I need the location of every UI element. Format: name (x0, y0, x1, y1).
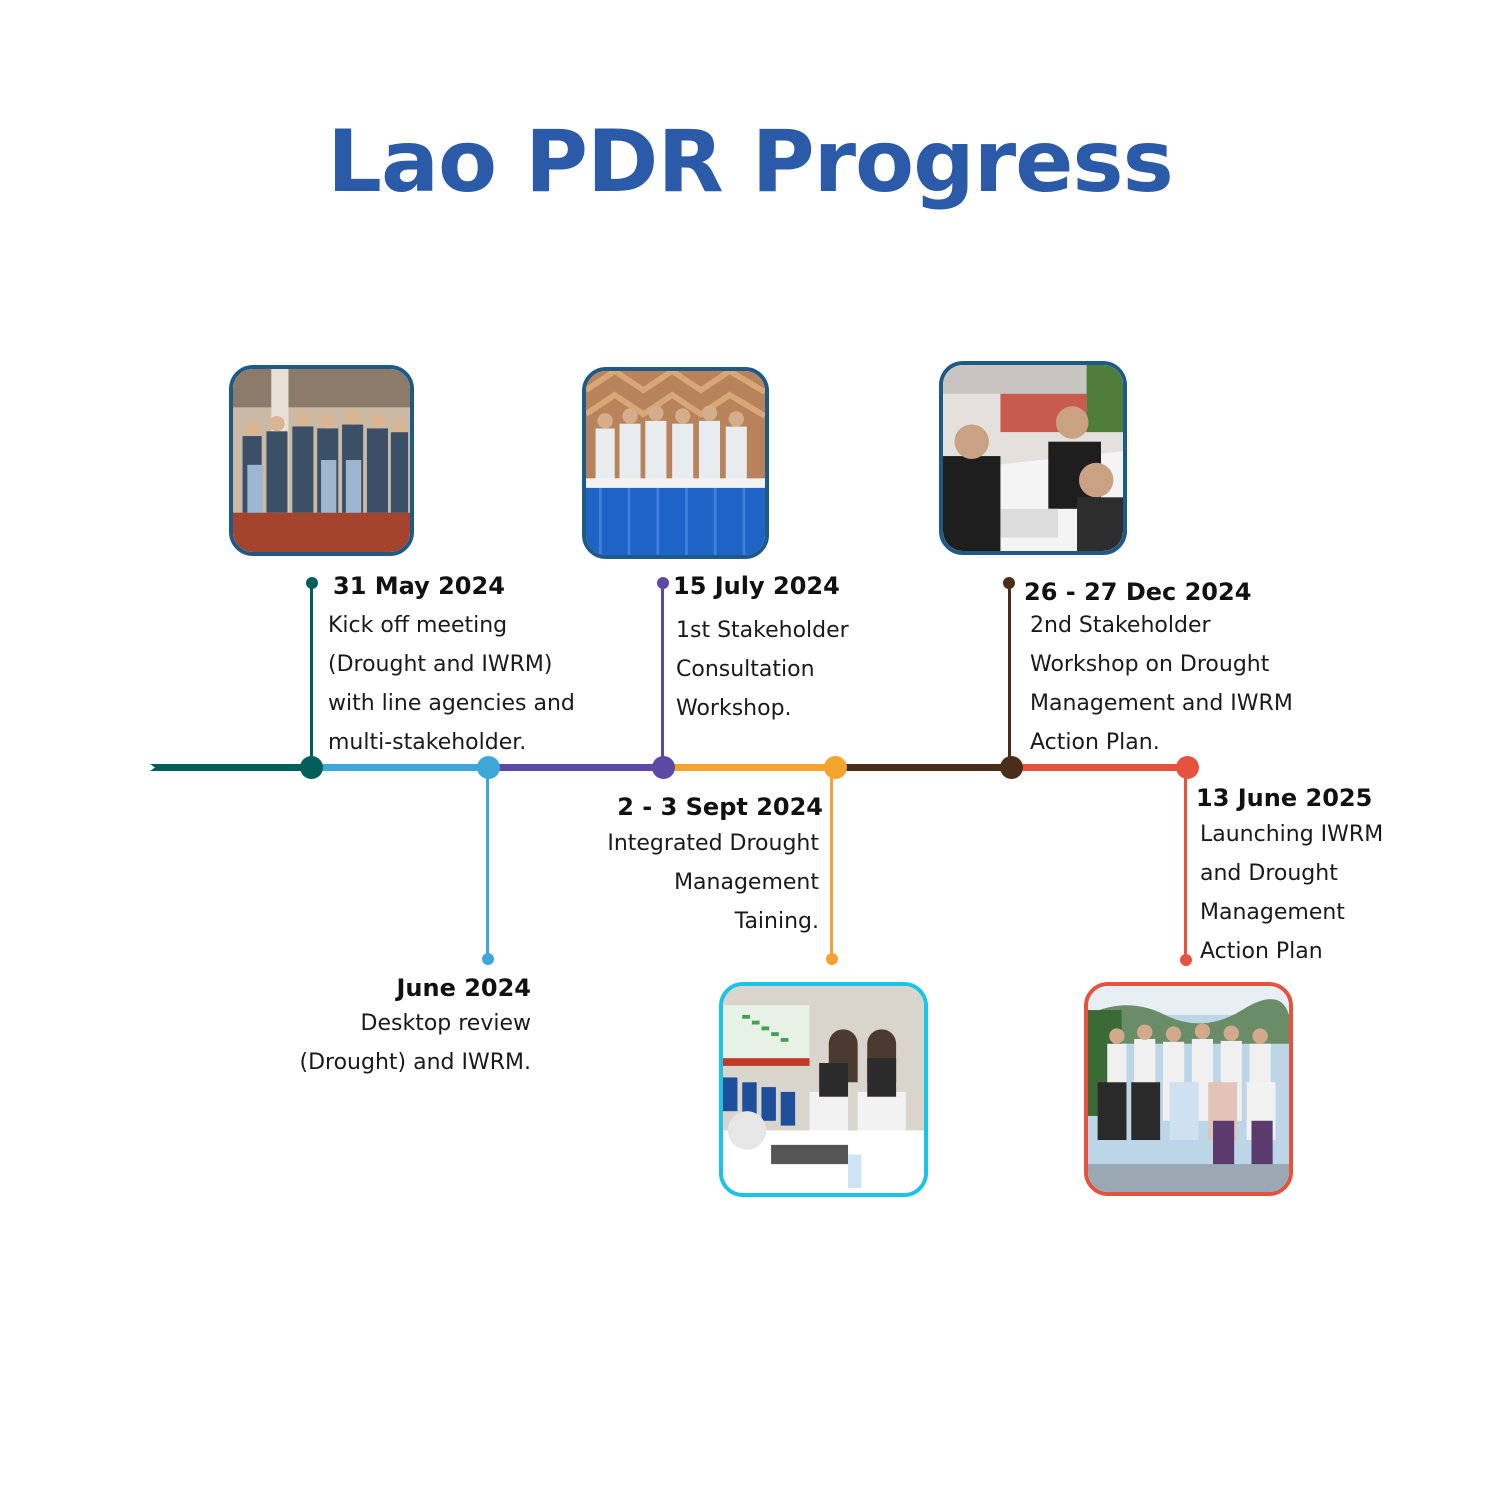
photo-second-stakeholder-workshop (939, 361, 1127, 555)
event-date-june-2024: June 2024 (396, 974, 531, 1002)
event-line: Action Plan. (1030, 730, 1160, 755)
event-line: 2nd Stakeholder (1030, 613, 1211, 638)
event-line: Consultation (676, 657, 815, 682)
timeline-node-may (300, 756, 323, 779)
connector-dot-may (306, 577, 318, 589)
timeline-node-dec (1000, 756, 1023, 779)
timeline-node-sept (824, 756, 847, 779)
timeline-node-june (477, 756, 500, 779)
event-line: Desktop review (360, 1011, 531, 1036)
event-date-may-2024: 31 May 2024 (333, 572, 505, 600)
connector-june (486, 772, 489, 958)
event-description-sept-2024: Integrated Drought Management Taining. (607, 824, 819, 941)
connector-june-2025 (1184, 772, 1187, 958)
event-date-dec-2024: 26 - 27 Dec 2024 (1024, 578, 1252, 606)
connector-dot-june (482, 953, 494, 965)
connector-sept (830, 772, 833, 958)
event-line: Management (674, 870, 819, 895)
timeline-segment-4 (663, 764, 835, 771)
photo-kickoff-meeting (229, 365, 414, 556)
timeline-segment-3 (488, 764, 663, 771)
event-line: 1st Stakeholder (676, 618, 849, 643)
event-description-june-2024: Desktop review (Drought) and IWRM. (300, 1004, 531, 1082)
connector-dec (1008, 583, 1011, 763)
event-description-july-2024: 1st Stakeholder Consultation Workshop. (676, 611, 849, 728)
timeline-segment-2 (312, 764, 488, 771)
event-date-june-2025: 13 June 2025 (1196, 784, 1373, 812)
event-description-june-2025: Launching IWRM and Drought Management Ac… (1200, 815, 1383, 971)
photo-stakeholder-consultation (582, 367, 769, 559)
event-line: and Drought (1200, 861, 1338, 886)
event-line: Launching IWRM (1200, 822, 1384, 847)
connector-dot-june-2025 (1180, 954, 1192, 966)
event-line: Kick off meeting (328, 613, 508, 638)
event-line: (Drought) and IWRM. (299, 1050, 531, 1075)
event-line: Taining. (734, 909, 819, 934)
timeline-segment-6 (1011, 764, 1187, 771)
connector-july (661, 583, 664, 763)
connector-dot-sept (826, 953, 838, 965)
event-description-dec-2024: 2nd Stakeholder Workshop on Drought Mana… (1030, 606, 1293, 762)
photo-drought-training (719, 982, 928, 1197)
event-line: (Drought and IWRM) (328, 652, 553, 677)
event-line: Management and IWRM (1030, 691, 1293, 716)
event-date-sept-2024: 2 - 3 Sept 2024 (617, 793, 823, 821)
page-title: Lao PDR Progress (327, 112, 1174, 212)
event-date-july-2024: 15 July 2024 (673, 572, 840, 600)
connector-dot-dec (1003, 577, 1015, 589)
event-line: Integrated Drought (607, 831, 819, 856)
event-line: multi-stakeholder. (328, 730, 527, 755)
timeline-node-july (652, 756, 675, 779)
event-line: Management (1200, 900, 1345, 925)
photo-action-plan-launch (1084, 982, 1293, 1196)
event-description-may-2024: Kick off meeting (Drought and IWRM) with… (328, 606, 575, 762)
connector-dot-july (657, 577, 669, 589)
timeline-node-june-2025 (1176, 756, 1199, 779)
timeline-segment-1 (150, 764, 312, 771)
connector-may (310, 583, 313, 763)
timeline-segment-5 (835, 764, 1011, 771)
event-line: with line agencies and (328, 691, 575, 716)
event-line: Workshop on Drought (1030, 652, 1270, 677)
event-line: Action Plan (1200, 939, 1323, 964)
event-line: Workshop. (676, 696, 792, 721)
